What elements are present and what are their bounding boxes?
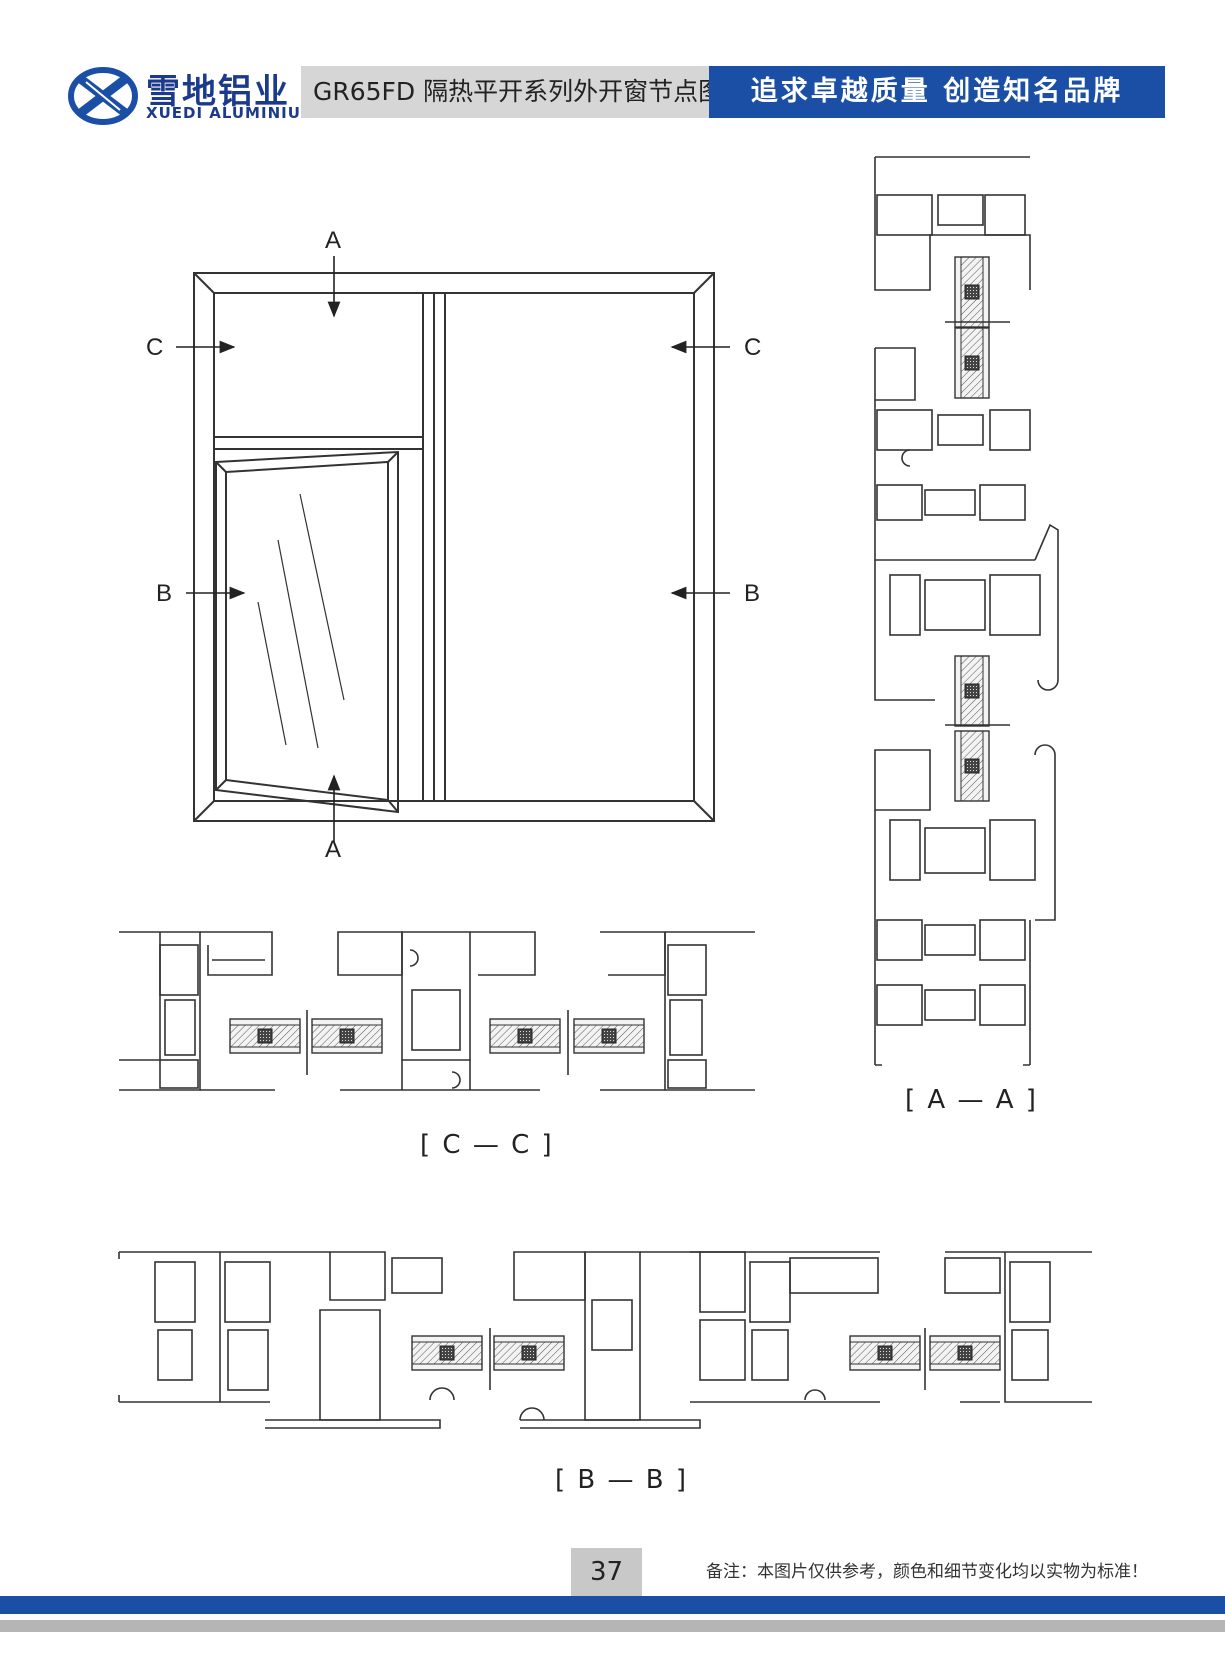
marker-b-left: B (156, 580, 172, 607)
section-markers (176, 256, 730, 842)
window-elevation (193, 272, 715, 822)
section-bb-drawing (118, 1251, 1092, 1429)
footer-note: 备注：本图片仅供参考，颜色和细节变化均以实物为标准！ (706, 1562, 1148, 1582)
page-header: 雪地铝业 XUEDI ALUMINIUM GR65FD 隔热平开系列外开窗节点图… (0, 62, 1225, 132)
brand-name-cn: 雪地铝业 (146, 72, 290, 112)
brand-name-en: XUEDI ALUMINIUM (146, 104, 317, 122)
xuedi-logo-icon (68, 67, 138, 125)
marker-b-right: B (744, 580, 760, 607)
section-aa-drawing (874, 156, 1059, 1066)
marker-a-bottom: A (325, 836, 341, 863)
inner-frame (213, 292, 695, 802)
page-number: 37 (571, 1548, 642, 1596)
glass-reflection (257, 493, 345, 749)
page-title: GR65FD 隔热平开系列外开窗节点图 (301, 66, 723, 118)
marker-c-right: C (744, 334, 761, 361)
section-cc-label: [ C — C ] (420, 1130, 554, 1160)
section-cc-drawing (119, 931, 755, 1091)
marker-a-top: A (325, 227, 341, 254)
marker-c-left: C (146, 334, 163, 361)
section-aa-label: [ A — A ] (905, 1085, 1038, 1115)
outer-frame (193, 272, 715, 822)
section-bb-label: [ B — B ] (555, 1465, 688, 1495)
footer-bar-blue (0, 1596, 1225, 1614)
opening-sash (215, 450, 399, 814)
slogan-banner: 追求卓越质量 创造知名品牌 (709, 66, 1165, 118)
footer-bar-gray (0, 1620, 1225, 1632)
brand-logo: 雪地铝业 XUEDI ALUMINIUM (68, 62, 316, 132)
